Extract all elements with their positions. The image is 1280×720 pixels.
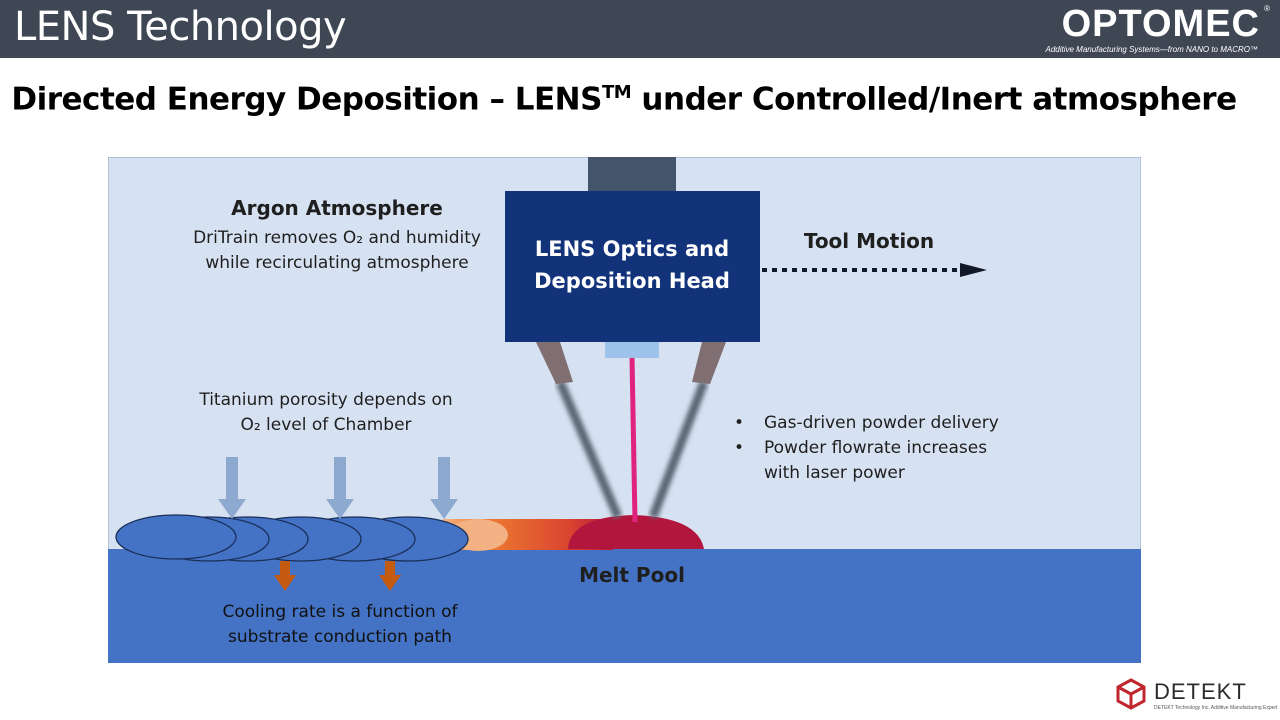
logo-wordmark: OPTOMEC [1061,3,1260,45]
deposition-diagram [108,157,1141,663]
bullet-item: Powder flowrate increases [734,436,999,461]
title-main: Directed Energy Deposition – LENS [11,81,602,118]
detekt-cube-icon [1116,678,1146,710]
bullet-item: Gas-driven powder delivery [734,411,999,436]
porosity-line1: Titanium porosity depends on [199,390,453,410]
header-bar: LENS Technology OPTOMEC ® Additive Manuf… [0,0,1280,58]
detekt-logo: DETEKT DETEKT Technology Inc. Additive M… [1114,676,1278,716]
detekt-tagline: DETEKT Technology Inc. Additive Manufact… [1154,705,1278,711]
tool-motion-label: Tool Motion [803,229,935,253]
nozzle-left [536,342,573,384]
argon-description-line1: DriTrain removes O₂ and humidity [193,228,481,248]
cooling-line2: substrate conduction path [228,627,452,647]
title-superscript: TM [601,82,632,103]
detekt-wordmark: DETEKT [1154,679,1247,704]
slide-title: Directed Energy Deposition – LENSTM unde… [0,76,1248,116]
cooling-line1: Cooling rate is a function of [222,602,458,622]
porosity-line2: O₂ level of Chamber [240,415,412,435]
head-label-line2: Deposition Head [534,269,730,293]
head-label-line1: LENS Optics and [534,237,730,261]
deposition-head [505,191,760,342]
powder-delivery-bullets: Gas-driven powder delivery Powder flowra… [734,411,999,486]
title-rest: under Controlled/Inert atmosphere [631,81,1237,118]
powder-stream-right [648,380,709,519]
optics-window [605,342,659,358]
deposited-beads [115,514,469,562]
optomec-logo: OPTOMEC ® Additive Manufacturing Systems… [1020,3,1270,55]
nozzle-right [692,342,726,384]
heat-conduction-arrows [274,561,401,591]
gas-down-arrows [218,457,458,519]
bullet-continuation-text: with laser power [764,463,905,483]
melt-pool-label: Melt Pool [579,563,685,587]
melt-pool [568,515,704,549]
logo-registered-mark: ® [1264,4,1270,13]
head-column [588,157,676,192]
powder-stream-left [555,380,623,519]
slide-section-title: LENS Technology [14,4,347,50]
argon-atmosphere-title: Argon Atmosphere [231,196,443,220]
bullet-continuation: with laser power [734,461,999,486]
deposition-head-label: LENS Optics and Deposition Head [505,233,759,297]
tool-motion-arrowhead [960,263,987,277]
argon-description-line2: while recirculating atmosphere [205,253,469,273]
logo-tagline: Additive Manufacturing Systems—from NANO… [1045,45,1258,54]
laser-beam [629,356,638,523]
